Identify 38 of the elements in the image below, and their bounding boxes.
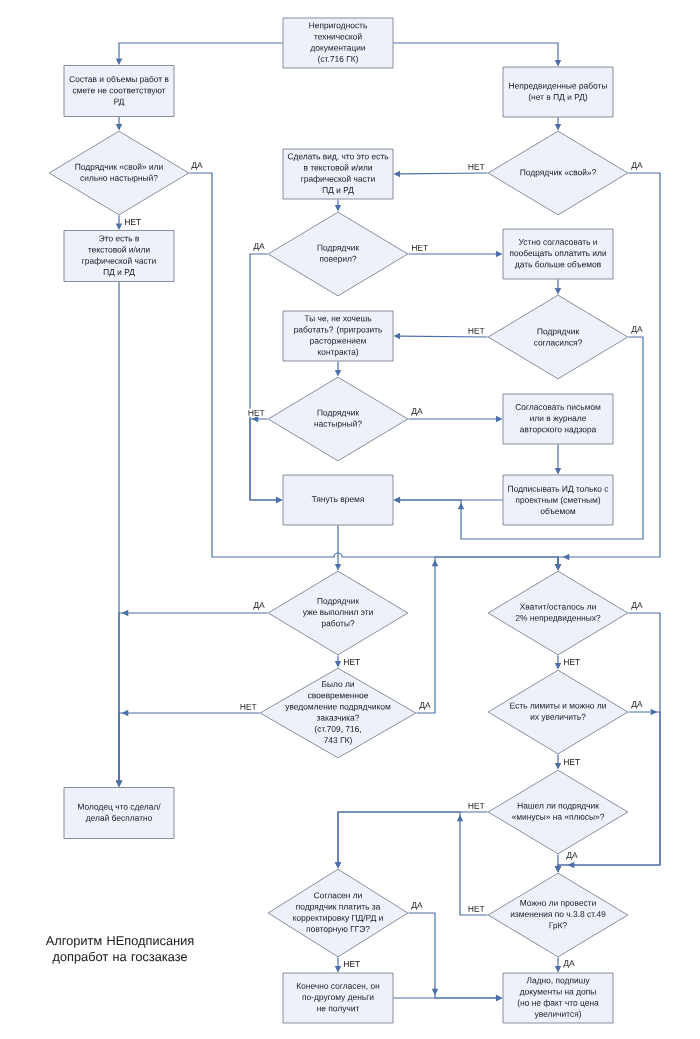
process-box: Это есть в текстовой и/или графической части ПД и РД <box>63 230 175 282</box>
process-box: Молодец что сделал/ делай бесплатно <box>63 787 175 839</box>
process-box: Состав и объемы работ в смете не соответствуют РД <box>63 65 175 117</box>
edge-label: ДА <box>410 407 424 417</box>
edge-label: ДА <box>252 601 266 611</box>
process-box: Сделать вид, что это есть в текстовой и/или графической части ПД и РД <box>282 148 394 200</box>
process-box: Тянуть время <box>282 474 394 526</box>
edge-label: ДА <box>630 161 644 171</box>
process-box: Подписывать ИД только с проектным (сметным) объемом <box>502 474 614 526</box>
title: Алгоритм НЕподписания допработ на госзаказе <box>45 936 194 964</box>
process-box: Согласовать письмом или в журнале авторского надзора <box>502 393 614 445</box>
edge-label: ДА <box>190 161 204 171</box>
edge-label: НЕТ <box>466 162 486 171</box>
arrow <box>415 556 562 714</box>
edge-label: ДА <box>562 959 576 969</box>
process-box: Непредвиденные работы (нет в ПД и РД) <box>502 66 614 118</box>
edge-label: НЕТ <box>238 702 258 711</box>
edge-label: НЕТ <box>342 960 362 968</box>
process-box: Устно согласовать и пообещать оплатить или дать больше объемов <box>502 228 614 280</box>
edge-label: НЕТ <box>410 243 430 252</box>
edge-label: ДА <box>630 325 644 335</box>
edge-label: НЕТ <box>466 904 486 913</box>
edge-label: ДА <box>252 242 266 252</box>
edge-label: НЕТ <box>562 758 582 766</box>
process-box: Ладно, подпишу документы на допы (но не факт что цена увеличится) <box>502 972 614 1024</box>
edge-label: ДА <box>410 901 424 911</box>
process-box: Ты че, не хочешь работать? (пригрозить расторжением контракта) <box>282 310 394 362</box>
edge-label: ДА <box>630 601 644 611</box>
edge-label: ДА <box>630 700 644 710</box>
edge-label: НЕТ <box>562 658 582 666</box>
edge-label: НЕТ <box>246 408 266 417</box>
edge-label: НЕТ <box>342 658 362 666</box>
process-box: Конечно согласен, он по-другому деньги не получит <box>282 972 394 1024</box>
edge-label: НЕТ <box>123 218 143 226</box>
edge-label: ДА <box>418 701 432 711</box>
process-box: Непригодность технической документации (ст.716 ГК) <box>282 17 394 69</box>
edge-label: НЕТ <box>466 326 486 335</box>
edge-label: НЕТ <box>466 801 486 810</box>
